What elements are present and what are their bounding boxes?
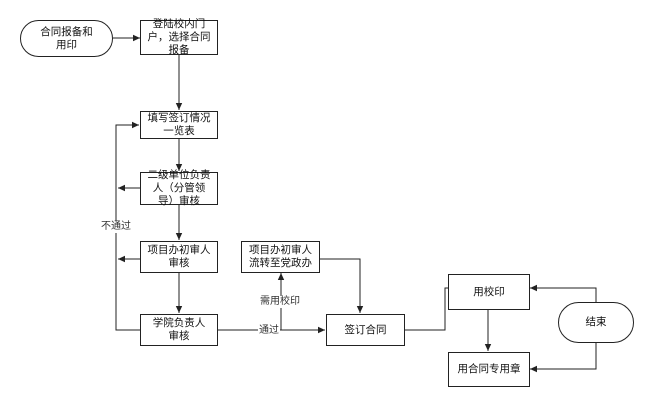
node-level2-review: 二级单位负责 人（分管领 导）审核 [140, 169, 218, 207]
node-dean-review: 学院负责人 审核 [140, 314, 218, 346]
node-start: 合同报备和 用印 [20, 20, 113, 57]
node-sign-contract: 签订合同 [326, 314, 405, 346]
node-login-portal: 登陆校内门 户，选择合同 报备 [140, 18, 218, 56]
node-contract-seal: 用合同专用章 [448, 352, 530, 387]
node-fill-form: 填写签订情况 一览表 [140, 111, 218, 139]
edge-end-to-seal [530, 284, 597, 302]
node-pmo-forward: 项目办初审人 流转至党政办 [241, 241, 320, 273]
label-pass: 通过 [258, 325, 280, 337]
node-school-seal: 用校印 [448, 274, 530, 310]
node-end: 结束 [558, 302, 634, 343]
edge-end-to-contract-seal [530, 343, 597, 373]
label-reject: 不通过 [100, 221, 132, 233]
edge-pmo2-to-sign [320, 258, 364, 313]
node-pmo-review: 项目办初审人 审核 [140, 241, 218, 273]
label-need-seal: 需用校印 [259, 296, 301, 308]
